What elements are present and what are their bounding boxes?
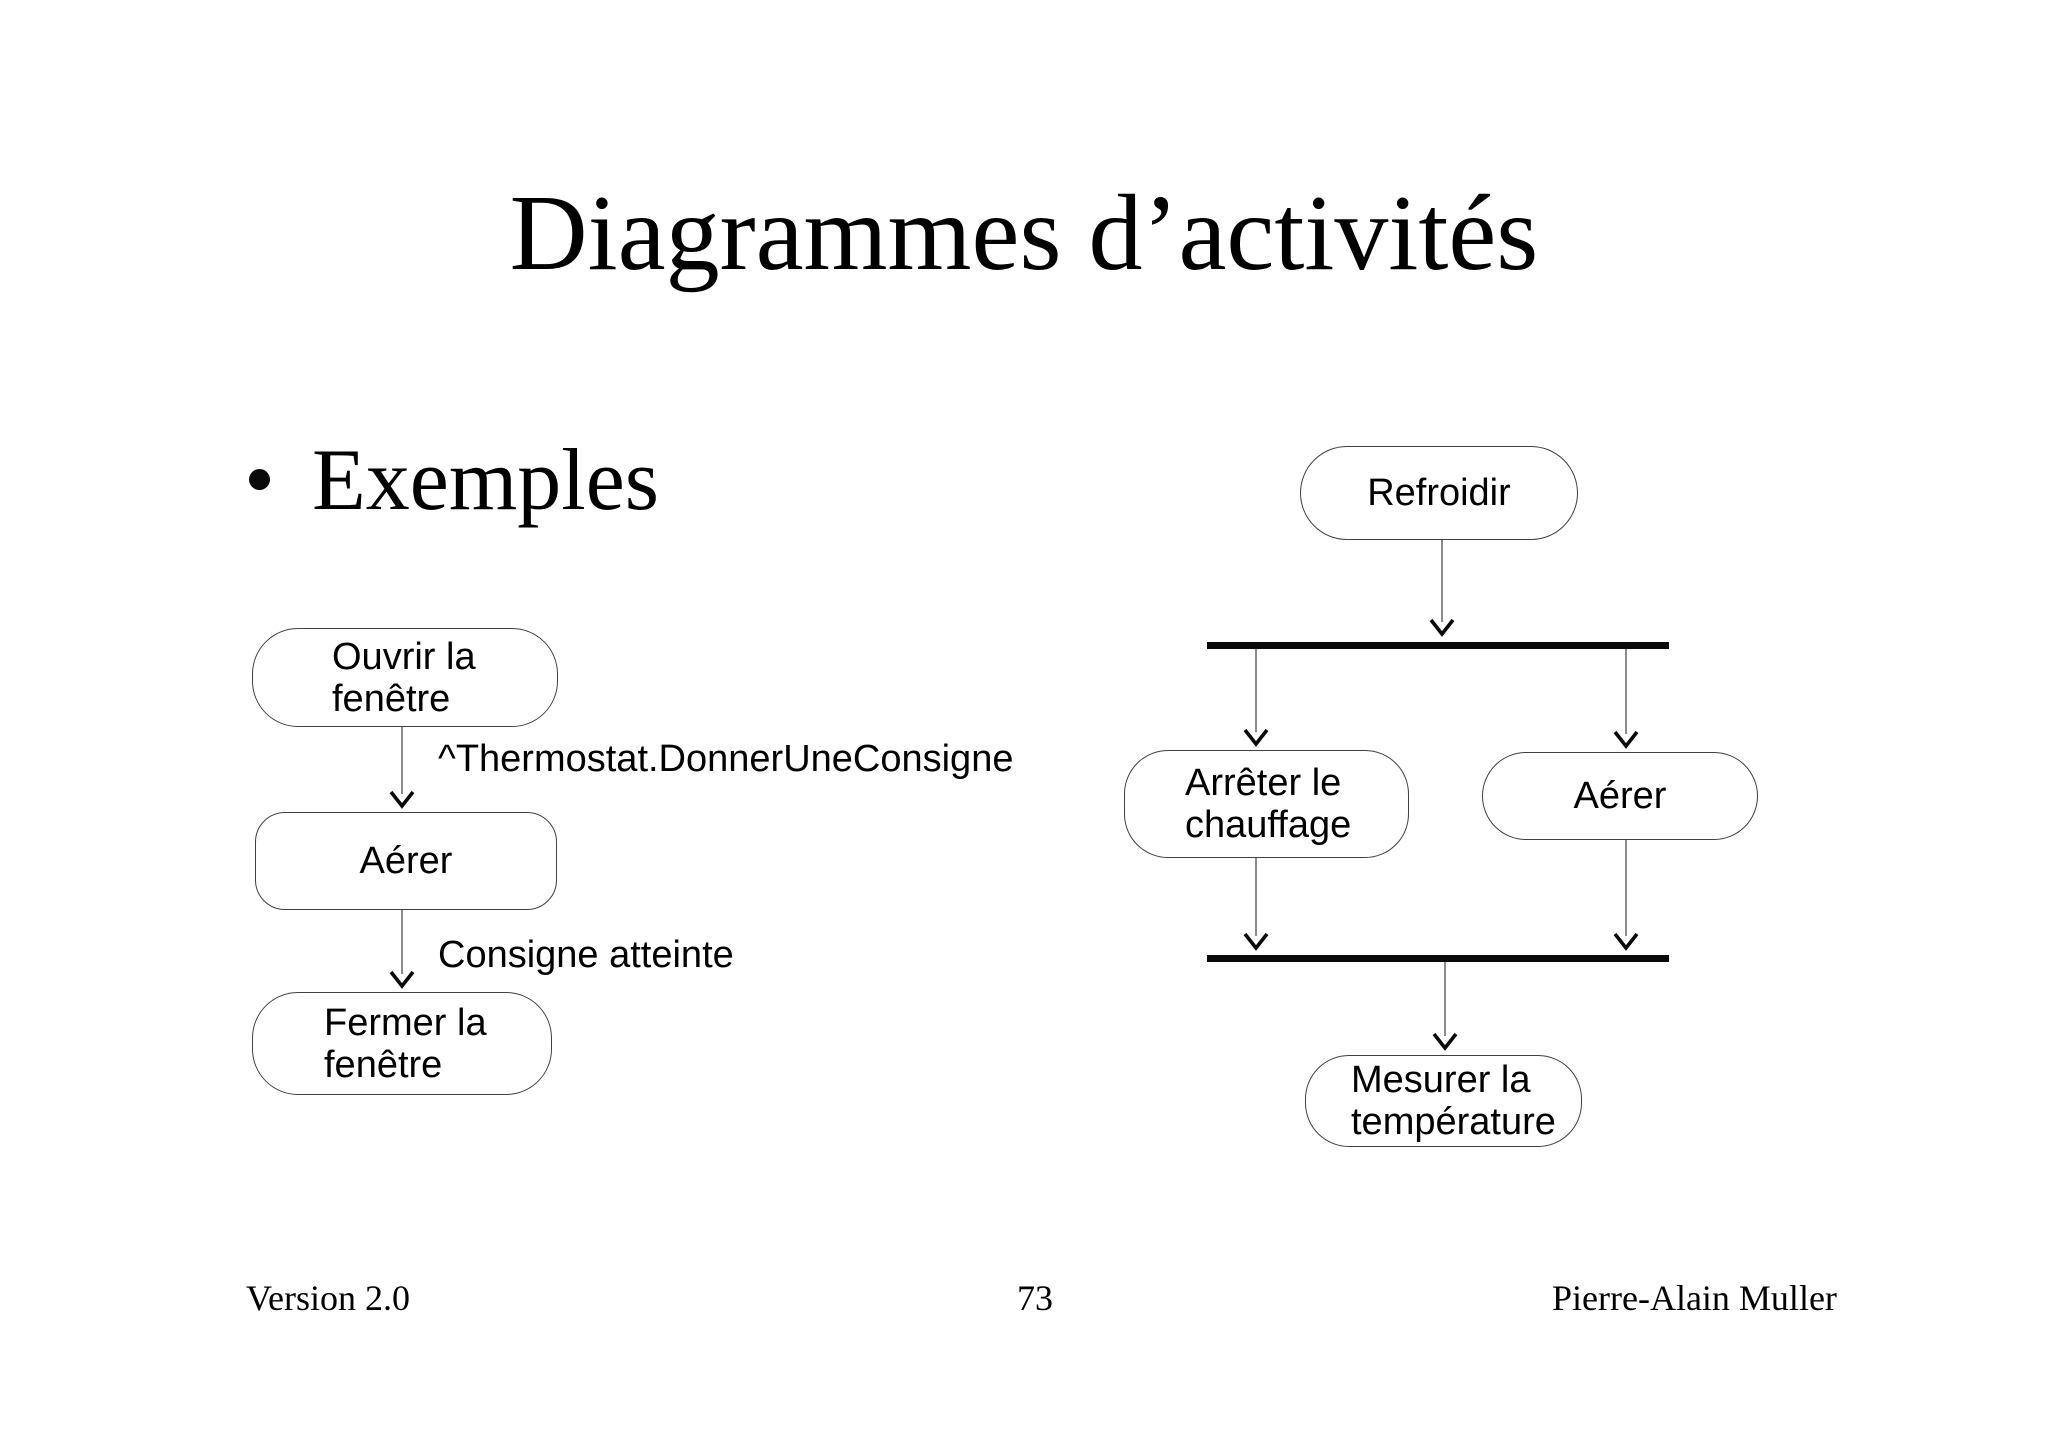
activity-node-arreter-le-chauffage: Arrêter le chauffage (1124, 750, 1409, 858)
activity-node-fermer-la-fenetre: Fermer la fenêtre (252, 992, 552, 1095)
arrowhead-icon (1613, 730, 1639, 749)
arrowhead-icon (1432, 1032, 1458, 1051)
activity-node-refroidir: Refroidir (1300, 446, 1578, 540)
bullet-icon (249, 469, 270, 490)
activity-node-mesurer-la-temperature: Mesurer la température (1305, 1055, 1582, 1147)
page-title: Diagrammes d’activités (509, 174, 1539, 293)
bullet-label: Exemples (312, 432, 660, 529)
arrowhead-icon (1243, 932, 1269, 951)
footer-author: Pierre-Alain Muller (1552, 1278, 1837, 1318)
join-bar (1207, 955, 1669, 962)
footer-page-number: 73 (1017, 1278, 1053, 1318)
activity-node-aerer-right: Aérer (1482, 752, 1758, 840)
arrowhead-icon (1429, 618, 1455, 637)
arrowhead-icon (389, 970, 415, 989)
transition-label-thermostat: ^Thermostat.DonnerUneConsigne (438, 738, 1014, 780)
arrowhead-icon (1613, 932, 1639, 951)
fork-bar (1207, 642, 1669, 649)
footer-version: Version 2.0 (246, 1278, 410, 1318)
activity-node-aerer-left: Aérer (255, 812, 557, 910)
activity-node-ouvrir-la-fenetre: Ouvrir la fenêtre (252, 628, 558, 727)
arrowhead-icon (389, 790, 415, 809)
transition-label-consigne-atteinte: Consigne atteinte (438, 934, 734, 976)
arrowhead-icon (1243, 728, 1269, 747)
